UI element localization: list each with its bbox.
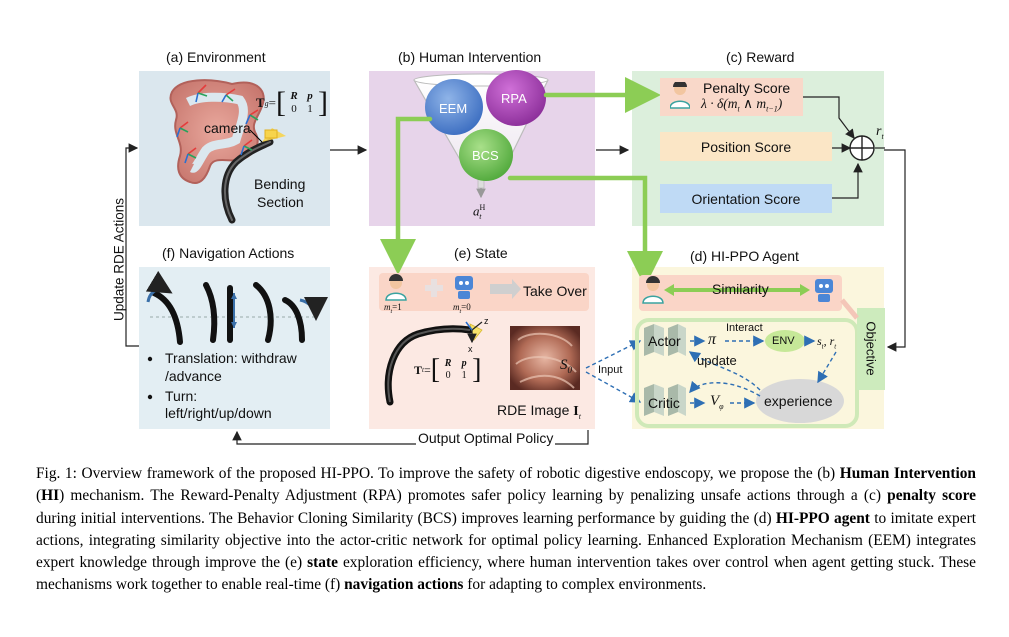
agent-title: (d) HI-PPO Agent <box>690 248 799 264</box>
diagram-graphics <box>125 70 906 445</box>
penalty-formula: λ · δ(mt ∧ mt−1) <box>701 96 783 114</box>
agent-robot-icon <box>815 279 833 302</box>
agent-doctor-icon <box>642 276 664 304</box>
green-flow-arrows <box>380 77 663 287</box>
critic-label: Critic <box>648 395 680 411</box>
take-over-arrow-icon <box>490 279 521 299</box>
eem-sphere <box>425 79 483 135</box>
environment-title: (a) Environment <box>166 49 266 65</box>
doctor-icon <box>385 274 407 301</box>
objective-box <box>857 308 885 390</box>
output-optimal-policy-label: Output Optimal Policy <box>416 430 556 446</box>
update-label: update <box>697 353 737 368</box>
coordinate-frame-icons <box>176 84 259 164</box>
penalty-score-label: Penalty Score <box>703 80 791 96</box>
rpa-label: RPA <box>501 91 527 106</box>
nav-bullet1-line1: Translation: withdraw <box>165 350 297 366</box>
state-title: (e) State <box>454 245 508 261</box>
position-score-box: Position Score <box>660 132 832 161</box>
value-symbol: Vφ <box>710 393 724 411</box>
bending-label-2: Section <box>257 194 304 210</box>
interact-label: Interact <box>726 322 763 334</box>
orientation-score-box: Orientation Score <box>660 184 832 213</box>
input-label: Input <box>598 364 623 376</box>
update-rde-actions-label: Update RDE Actions <box>111 197 127 322</box>
take-over-label: Take Over <box>523 283 587 299</box>
navigation-title: (f) Navigation Actions <box>162 245 295 261</box>
rde-image-label: RDE Image It <box>497 402 581 421</box>
nav-bullet2-line1: Turn: <box>165 388 198 404</box>
actor-label: Actor <box>648 333 681 349</box>
human-action-label: aHt <box>473 203 486 221</box>
reward-title: (c) Reward <box>726 49 795 65</box>
m1-label: mt=1 <box>384 302 402 315</box>
state-reward-label: st, rt <box>817 334 837 351</box>
s0-label: S0 <box>560 357 572 375</box>
camera-label: camera <box>204 120 251 136</box>
experience-label: experience <box>764 393 833 409</box>
bcs-sphere <box>459 129 513 181</box>
eem-label: EEM <box>439 101 468 116</box>
bcs-label: BCS <box>472 148 499 163</box>
navigation-endoscope-icons <box>145 270 328 345</box>
policy-symbol: π <box>708 331 717 348</box>
similarity-bar <box>639 275 842 311</box>
robot-icon <box>455 276 473 299</box>
figure-caption: Fig. 1: Overview framework of the propos… <box>36 465 976 594</box>
bending-label-1: Bending <box>254 176 306 192</box>
axis-x-label: x <box>468 344 473 354</box>
actor-network-icon <box>644 324 686 356</box>
env-node <box>765 330 805 352</box>
penalty-doctor-icon <box>669 80 691 110</box>
nav-bullet1-line2: /advance <box>165 368 222 384</box>
m0-label: mt=0 <box>453 302 471 315</box>
nav-bullet2-line2: left/right/up/down <box>165 405 272 421</box>
main-flow-arrows <box>125 96 906 445</box>
critic-network-icon <box>644 384 686 416</box>
axis-z-label: z <box>484 316 489 326</box>
input-dashed-arrows <box>585 340 642 403</box>
human-intervention-title: (b) Human Intervention <box>398 49 542 65</box>
objective-label: Objective <box>863 321 879 376</box>
reward-symbol: rt <box>876 124 884 141</box>
similarity-label: Similarity <box>712 281 769 297</box>
experience-node <box>756 379 844 423</box>
plus-icon <box>425 279 443 297</box>
agent-dashed-arrows <box>688 335 837 409</box>
rpa-sphere <box>486 70 546 126</box>
env-label: ENV <box>772 335 795 347</box>
sum-node-icon <box>849 135 875 161</box>
